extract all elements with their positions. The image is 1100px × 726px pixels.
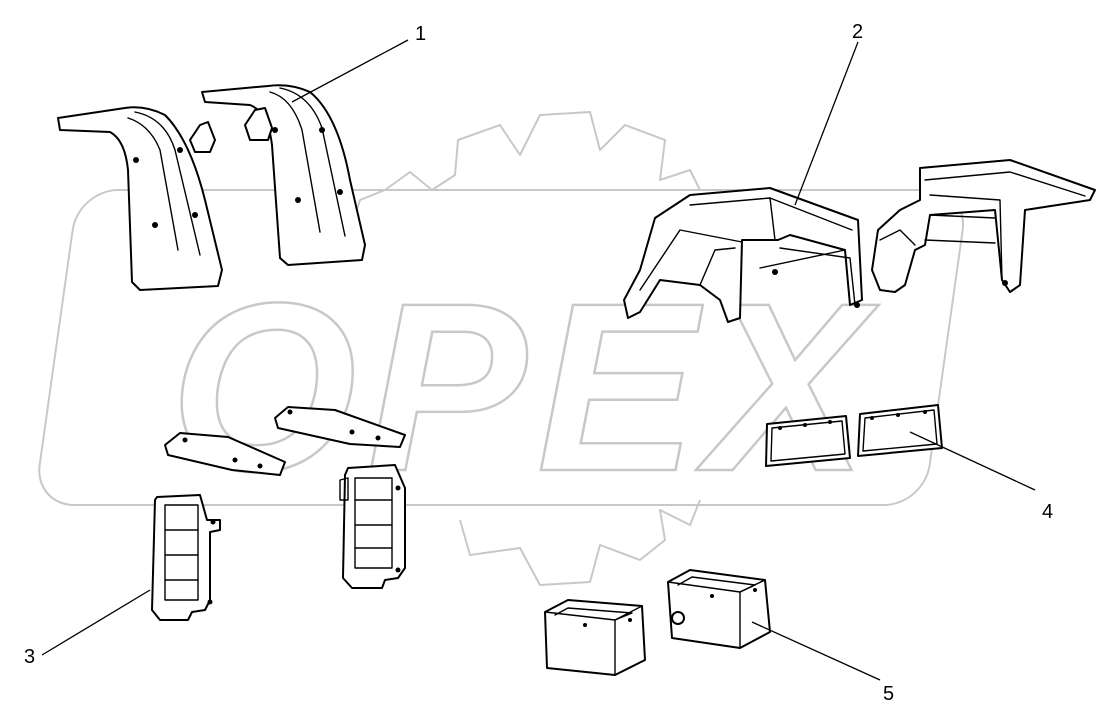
opex-watermark: OPEX — [38, 111, 965, 586]
fender-right — [201, 84, 366, 266]
plate-left — [765, 415, 851, 467]
part-2-cab-panels — [623, 159, 1096, 323]
part-5-boxes — [544, 569, 771, 676]
leader-5 — [751, 621, 881, 681]
leader-2 — [794, 41, 859, 206]
plate-right — [857, 404, 943, 457]
callout-2: 2 — [852, 21, 863, 43]
part-4-plates — [765, 404, 943, 467]
step-right — [339, 464, 406, 589]
leader-3 — [41, 589, 151, 656]
callout-4: 4 — [1042, 501, 1053, 523]
step-left — [151, 494, 221, 621]
leader-4 — [909, 431, 1036, 491]
part-3-steps — [151, 406, 406, 621]
watermark-text: OPEX — [170, 253, 880, 521]
callout-1: 1 — [415, 23, 426, 45]
watermark-frame — [38, 189, 965, 506]
step-plate-left — [164, 432, 286, 476]
callout-5: 5 — [883, 683, 894, 705]
fender-left — [57, 106, 223, 291]
leader-1 — [291, 39, 409, 103]
box-right — [667, 569, 771, 649]
callouts: 1 2 3 4 5 — [24, 21, 1053, 705]
box-left — [544, 599, 646, 676]
part-1-fenders — [57, 84, 366, 291]
callout-3: 3 — [24, 646, 35, 668]
step-plate-right — [274, 406, 406, 448]
